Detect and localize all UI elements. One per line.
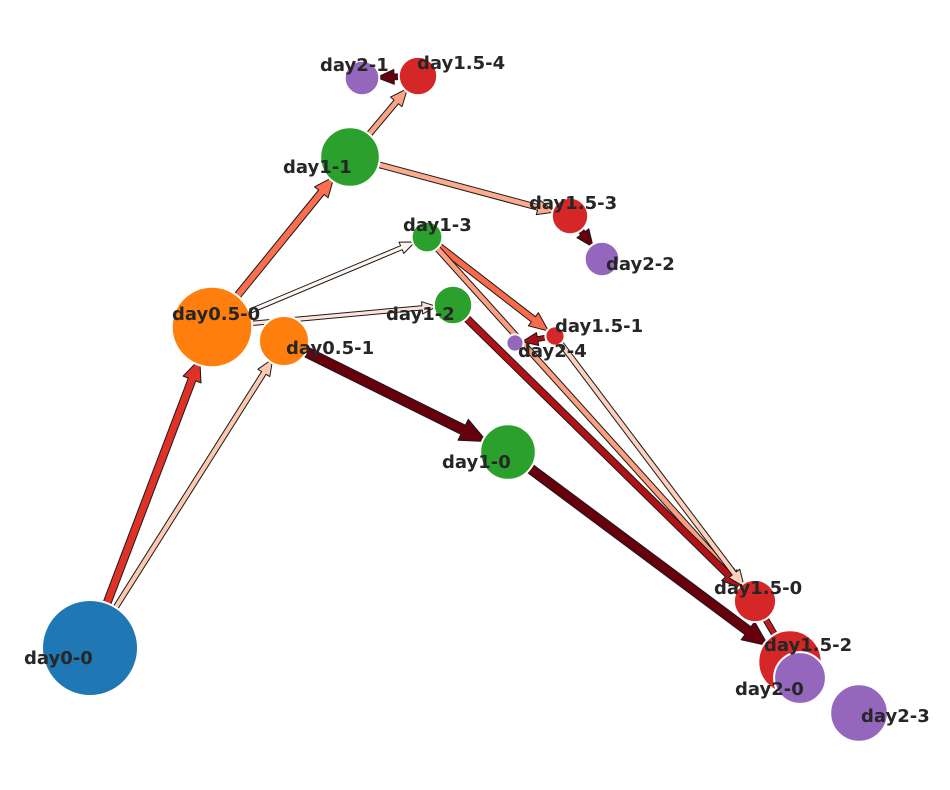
node-day2-3 — [829, 683, 889, 743]
node-label-day1.5-3: day1.5-3 — [529, 193, 617, 214]
node-day2-0 — [773, 651, 827, 705]
edge-day1-3-to-day1.5-1 — [431, 239, 549, 332]
node-day0.5-0 — [170, 285, 254, 369]
node-label-day1.5-1: day1.5-1 — [555, 316, 643, 337]
edge-day0-0-to-day0.5-1 — [102, 358, 274, 626]
node-day1-1 — [319, 126, 381, 188]
node-label-day0.5-0: day0.5-0 — [172, 304, 260, 325]
node-day0.5-1 — [258, 315, 310, 367]
node-label-day1-0: day1-0 — [442, 452, 511, 473]
node-day1-2 — [432, 284, 474, 326]
node-day1-3 — [410, 220, 444, 254]
node-day0-0 — [41, 599, 139, 697]
node-label-day0.5-1: day0.5-1 — [286, 338, 374, 359]
nodes-layer — [41, 55, 889, 743]
node-day1.5-0 — [732, 578, 778, 624]
edge-day1-1-to-day1.5-3 — [366, 158, 556, 216]
edge-day0.5-0-to-day1-1 — [224, 176, 335, 311]
node-label-day2-3: day2-3 — [861, 706, 930, 727]
edge-day1-0-to-day1.5-2 — [518, 457, 769, 647]
edges-layer — [96, 68, 803, 681]
node-label-day1.5-2: day1.5-2 — [764, 635, 852, 656]
node-label-day0-0: day0-0 — [24, 648, 93, 669]
node-day2-1 — [343, 59, 381, 97]
node-label-day2-1: day2-1 — [320, 55, 389, 76]
edge-day0.5-0-to-day1-3 — [233, 241, 416, 321]
node-label-day1-2: day1-2 — [386, 304, 455, 325]
node-day1.5-1 — [544, 325, 566, 347]
node-day1.5-3 — [550, 196, 590, 236]
node-day1-0 — [479, 423, 537, 481]
node-day2-2 — [583, 240, 621, 278]
labels-layer: day0-0 day0.5-0 day0.5-1 day1-0 day1-1 day1-2… — [24, 53, 930, 727]
edge-day1.5-1-to-day1.5-0 — [555, 338, 745, 588]
node-label-day1-1: day1-1 — [283, 157, 352, 178]
edge-day0-0-to-day0.5-0 — [96, 358, 202, 623]
edge-day0.5-1-to-day1-0 — [294, 342, 488, 442]
node-label-day2-4: day2-4 — [518, 341, 587, 362]
edge-day1-3-to-day1.5-0 — [430, 241, 744, 589]
node-label-day2-2: day2-2 — [606, 254, 675, 275]
node-label-day1.5-0: day1.5-0 — [714, 578, 802, 599]
node-label-day2-0: day2-0 — [735, 679, 804, 700]
node-day1.5-4 — [397, 55, 439, 97]
node-label-day1-3: day1-3 — [403, 215, 472, 236]
node-day2-4 — [505, 333, 525, 353]
node-label-day1.5-4: day1.5-4 — [417, 53, 505, 74]
